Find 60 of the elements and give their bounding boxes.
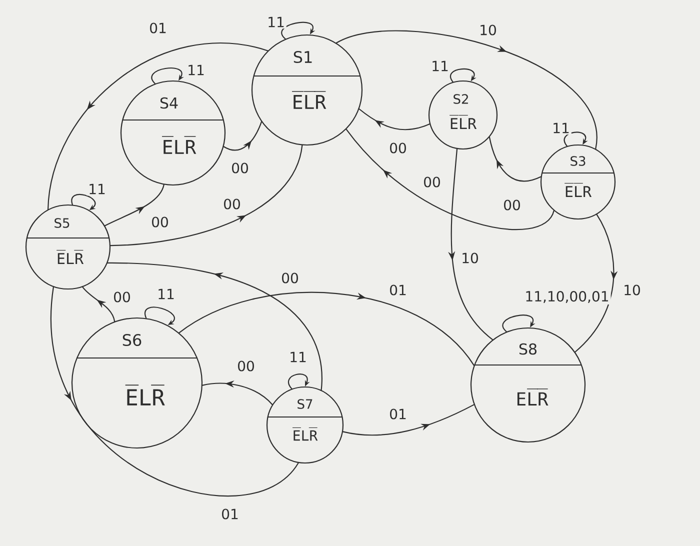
edge-label: 11: [156, 287, 176, 301]
self-loop-arrow: [502, 314, 536, 332]
edge-label: 00: [422, 175, 442, 189]
state-name: S4: [160, 97, 178, 109]
self-loop-arrow: [450, 68, 476, 82]
transition-arrow: [574, 214, 618, 353]
state-name: S2: [454, 94, 468, 104]
transition-arrow: [47, 42, 268, 210]
transition-arrow: [223, 121, 262, 151]
state-name: S5: [54, 218, 70, 228]
self-loop-arrow: [151, 68, 184, 84]
edge-label: 11: [266, 15, 286, 29]
edge-label: 10: [622, 283, 642, 297]
state-output: E̅LR̅: [292, 427, 318, 441]
edge-label: 00: [502, 198, 522, 212]
state-output: E̅L̅R̅: [292, 91, 326, 109]
edge-label: 11: [86, 182, 108, 196]
edge-label: 00: [280, 271, 300, 285]
self-loop-arrow: [564, 132, 588, 147]
state-output: E̅LR̅: [125, 384, 165, 406]
state-name: S7: [298, 399, 312, 409]
transition-arrow: [178, 292, 474, 366]
self-loop-arrow: [288, 374, 310, 390]
edge-label: 01: [388, 407, 408, 421]
edge-label: 00: [112, 290, 132, 304]
edge-label: 00: [230, 161, 250, 175]
edge-label: 01: [148, 21, 168, 35]
state-output: E̅LR̅: [162, 136, 196, 154]
state-output: E̅LR̅: [56, 250, 84, 264]
state-name: S3: [570, 156, 586, 166]
edge-label: 00: [150, 215, 170, 229]
edge-label: 00: [388, 141, 408, 155]
edge-label: 11: [430, 59, 450, 73]
state-output: E̅L̅R: [564, 182, 592, 198]
transition-arrow: [488, 136, 542, 182]
edge-label: 11: [186, 63, 206, 77]
edge-label: 11: [288, 350, 308, 364]
transition-arrow: [342, 404, 474, 436]
edge-label: 10: [460, 251, 480, 265]
transition-arrow: [82, 286, 116, 322]
transition-arrow: [346, 128, 554, 230]
transition-arrow: [336, 30, 596, 150]
transition-arrow: [106, 262, 322, 391]
edge-label: 01: [220, 507, 240, 521]
state-output: EL̅R̅: [517, 388, 548, 406]
edge-label: 10: [478, 23, 498, 37]
state-name: S6: [122, 334, 142, 346]
self-loop-arrow: [281, 22, 316, 40]
transition-arrow: [104, 184, 164, 226]
state-name: S1: [294, 50, 312, 64]
edge-label: 00: [236, 359, 256, 373]
state-output: E̅L̅R: [450, 114, 477, 130]
transition-arrow: [110, 144, 303, 246]
state-name: S8: [519, 343, 537, 355]
transition-arrow: [358, 108, 430, 130]
transition-arrow: [50, 286, 299, 496]
edge-label: 11,10,00,01: [523, 290, 611, 305]
edge-label: 11: [550, 121, 572, 135]
edge-label: 01: [388, 283, 408, 297]
edge-label: 00: [222, 197, 242, 211]
